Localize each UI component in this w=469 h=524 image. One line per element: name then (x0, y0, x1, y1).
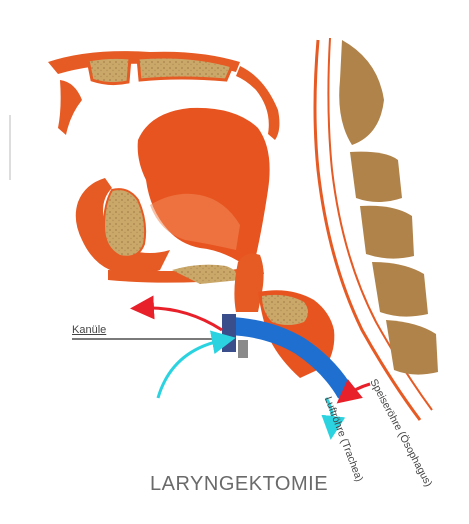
inhale-arrow-cyan (158, 340, 224, 398)
exhale-arrow-red (142, 308, 222, 330)
label-cannula: Kanüle (72, 324, 106, 336)
diagram-title: LARYNGEKTOMIE (150, 473, 328, 496)
tongue-and-pharynx (76, 108, 270, 284)
cannula-collar (222, 314, 236, 352)
